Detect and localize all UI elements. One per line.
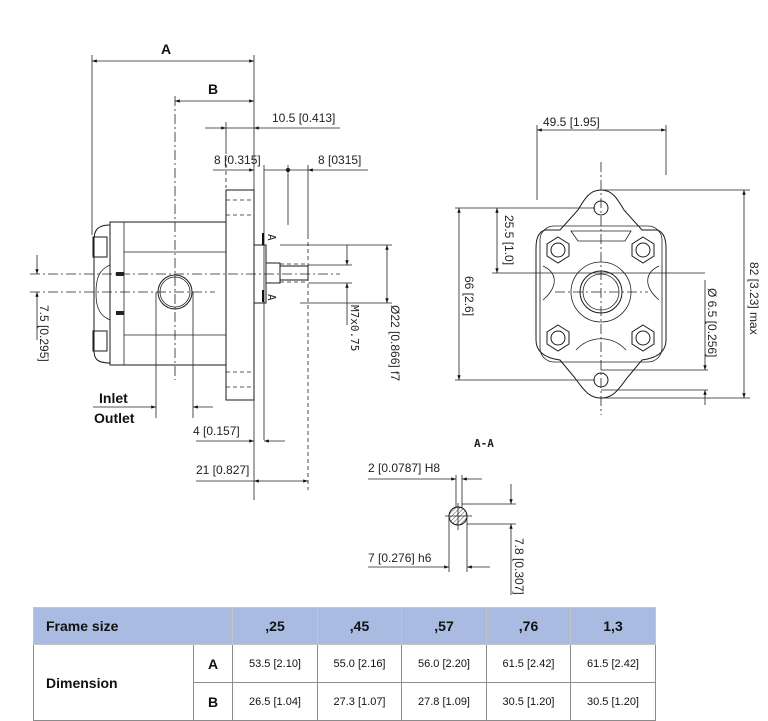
table-cell: 61.5 [2.42] [570,644,656,683]
dim-2-label: 2 [0.0787] H8 [368,461,440,475]
dim-7-8-label: 7.8 [0.307] [512,538,526,595]
outlet-label: Outlet [94,410,135,426]
dim-49-5-label: 49.5 [1.95] [543,115,600,129]
dim-4-label: 4 [0.157] [193,424,240,438]
table-cell: 56.0 [2.20] [401,644,487,683]
table-cell: 53.5 [2.10] [232,644,318,683]
table-cell: 61.5 [2.42] [486,644,571,683]
dim-b-label: B [208,81,218,97]
front-view: 49.5 [1.95] [455,115,761,415]
dim-22-label: Ø22 [0.866] f7 [388,305,402,381]
dimension-label: Dimension [33,644,194,721]
dim-8a-label: 8 [0.315] [214,153,261,167]
dim-66-label: 66 [2.6] [462,276,476,316]
frame-size-header: Frame size [33,607,233,645]
side-view: A B 10.5 [0.413] 8 [0.315] 8 [0315] [30,41,402,500]
dim-25-5-label: 25.5 [1.0] [502,215,516,265]
section-mark-top: A [265,234,278,241]
row-key: A [193,644,233,683]
dim-82-label: 82 [3.23] max [747,262,761,335]
dim-a-label: A [161,41,171,57]
table-cell: 30.5 [1.20] [486,682,571,721]
table-cell: 26.5 [1.04] [232,682,318,721]
size-header: ,25 [232,607,318,645]
table-row: Dimension A 53.5 [2.10] 55.0 [2.16] 56.0… [33,644,656,721]
size-header: ,57 [401,607,487,645]
section-title: A-A [474,437,494,450]
dim-7-label: 7 [0.276] h6 [368,551,432,565]
dimension-table: Frame size ,25 ,45 ,57 ,76 1,3 Dimension… [33,607,656,721]
table-row: B 26.5 [1.04] 27.3 [1.07] 27.8 [1.09] 30… [34,682,656,721]
table-cell: 30.5 [1.20] [570,682,656,721]
section-a-a: A-A 2 [0.0787] H8 7 [0.276] h6 7.8 [0.30… [368,437,526,595]
size-header: ,45 [317,607,402,645]
dim-8b-label: 8 [0315] [318,153,361,167]
section-mark-bottom: A [265,294,278,301]
technical-drawing: A B 10.5 [0.413] 8 [0.315] 8 [0315] [30,41,761,595]
size-header: 1,3 [570,607,656,645]
table-cell: 27.3 [1.07] [317,682,402,721]
dim-21-label: 21 [0.827] [196,463,249,477]
bolt-heads [546,236,655,352]
size-header: ,76 [486,607,571,645]
table-cell: 27.8 [1.09] [401,682,487,721]
table-header-row: Frame size ,25 ,45 ,57 ,76 1,3 [33,607,656,645]
dim-6-5-label: Ø 6.5 [0.256] [705,288,719,357]
inlet-label: Inlet [99,390,128,406]
table-cell: 55.0 [2.16] [317,644,402,683]
thread-label: M7x0.75 [348,305,361,351]
row-key: B [193,682,233,721]
dim-7-5-label: 7.5 [0.295] [37,305,51,362]
dim-10-5-label: 10.5 [0.413] [272,111,335,125]
